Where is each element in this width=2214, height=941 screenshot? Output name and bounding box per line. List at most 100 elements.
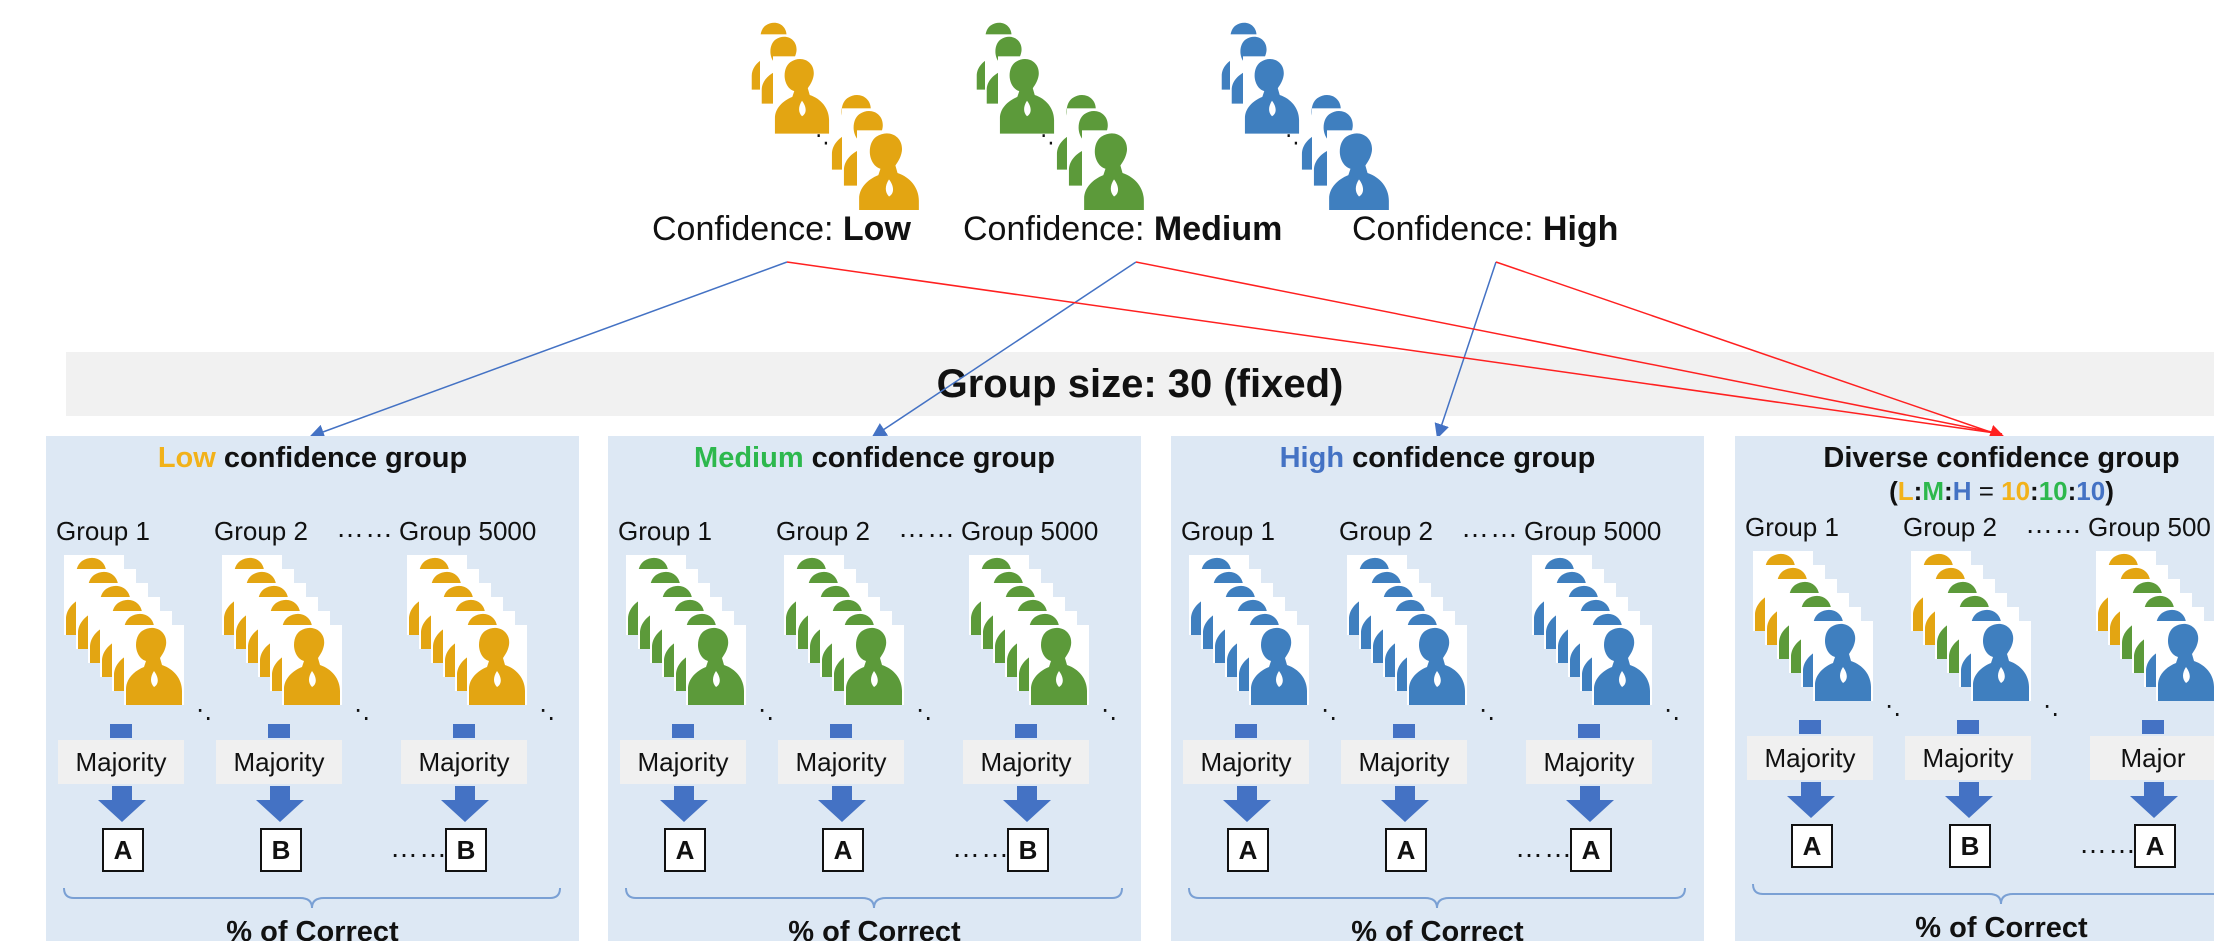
ratio-colon: : [2030, 476, 2039, 506]
answer-ellipsis: …… [1515, 832, 1573, 863]
majority-input-bar [1015, 724, 1037, 738]
group-members-icon: ⋱ [1189, 554, 1349, 724]
majority-box: Majority [963, 740, 1089, 784]
majority-input-bar [1957, 720, 1979, 734]
answer-ellipsis: …… [390, 832, 448, 863]
ratio-colon: : [2067, 476, 2077, 506]
group-label: Group 2 [1903, 512, 1997, 542]
ratio-colon: : [1913, 476, 1923, 506]
group-members-icon: ⋱ [784, 554, 944, 724]
confidence-prefix: Confidence: [963, 210, 1154, 248]
confidence-level: Medium [1153, 210, 1283, 248]
group-label: Group 2 [214, 516, 308, 546]
brace-icon [1188, 887, 1686, 909]
panel-title-accent: Low [157, 442, 216, 474]
answer-box: B [1007, 828, 1049, 872]
ratio-open: ( [1889, 476, 1898, 506]
crowd-high-icon: ⋱ [1215, 20, 1405, 210]
brace-icon [63, 887, 561, 909]
majority-input-bar [830, 724, 852, 738]
group-members-icon: ⋱ [2096, 550, 2214, 720]
svg-text:⋱: ⋱ [1479, 705, 1503, 724]
down-arrow-icon [2130, 782, 2178, 818]
group-members-icon: ⋱ [407, 554, 567, 724]
svg-text:⋱: ⋱ [539, 705, 563, 724]
group-members-icon: ⋱ [1753, 550, 1913, 720]
group-ellipsis: …… [1461, 512, 1519, 543]
answer-box: A [1791, 824, 1833, 868]
group-members-icon: ⋱ [222, 554, 382, 724]
down-arrow-icon [818, 786, 866, 822]
ratio-colon: : [1944, 476, 1953, 506]
down-arrow-icon [1787, 782, 1835, 818]
svg-text:⋱: ⋱ [2043, 701, 2067, 720]
group-ellipsis: …… [2025, 508, 2083, 539]
svg-text:⋱: ⋱ [196, 705, 220, 724]
ratio-eq: = [1971, 476, 2002, 506]
ratio-close: ) [2105, 476, 2114, 506]
majority-input-bar [1578, 724, 1600, 738]
majority-input-bar [672, 724, 694, 738]
answer-box: B [1949, 824, 1991, 868]
down-arrow-icon [660, 786, 708, 822]
panel-title-accent: Medium [694, 442, 804, 474]
group-members-icon: ⋱ [969, 554, 1129, 724]
percent-correct-label: % of Correct [226, 916, 399, 941]
group-label: Group 1 [56, 516, 150, 546]
down-arrow-icon [256, 786, 304, 822]
majority-box: Majority [401, 740, 527, 784]
majority-input-bar [110, 724, 132, 738]
down-arrow-icon [1945, 782, 1993, 818]
crowd-low-icon: ⋱ [745, 20, 935, 210]
answer-box: A [102, 828, 144, 872]
answer-box: A [1227, 828, 1269, 872]
svg-text:⋱: ⋱ [1101, 705, 1125, 724]
confidence-high-label: Confidence: High [1352, 210, 1618, 249]
panel-title-accent: High [1279, 442, 1345, 474]
confidence-medium-label: Confidence: Medium [963, 210, 1282, 249]
answer-box: A [1570, 828, 1612, 872]
group-size-label: Group size: 30 (fixed) [936, 362, 1344, 406]
svg-text:⋱: ⋱ [916, 705, 940, 724]
group-members-icon: ⋱ [1347, 554, 1507, 724]
confidence-prefix: Confidence: [652, 210, 843, 248]
group-label: Group 1 [1745, 512, 1839, 542]
majority-input-bar [1799, 720, 1821, 734]
majority-box: Majority [1526, 740, 1652, 784]
majority-input-bar [1393, 724, 1415, 738]
confidence-prefix: Confidence: [1352, 210, 1543, 248]
panel-title-rest: confidence group [803, 442, 1055, 474]
group-ellipsis: …… [898, 512, 956, 543]
svg-text:⋱: ⋱ [758, 705, 782, 724]
majority-box: Major [2090, 736, 2214, 780]
majority-input-bar [1235, 724, 1257, 738]
majority-box: Majority [778, 740, 904, 784]
group-ellipsis: …… [336, 512, 394, 543]
panel-title-text: Diverse confidence group [1823, 442, 2180, 474]
panel-title-rest: confidence group [215, 442, 468, 474]
group-label: Group 1 [618, 516, 712, 546]
panel-title: Medium confidence group [608, 442, 1141, 475]
group-members-icon: ⋱ [64, 554, 224, 724]
group-label: Group 2 [776, 516, 870, 546]
majority-box: Majority [620, 740, 746, 784]
brace-icon [625, 887, 1123, 909]
panel-title: Low confidence group [46, 442, 579, 475]
down-arrow-icon [441, 786, 489, 822]
ratio-m: M [1922, 476, 1945, 506]
ratio-n1: 10 [2001, 476, 2031, 506]
group-label: Group 5000 [399, 516, 537, 546]
ratio-n2: 10 [2038, 476, 2068, 506]
group-label: Group 5000 [961, 516, 1099, 546]
percent-correct-label: % of Correct [1351, 916, 1524, 941]
down-arrow-icon [1223, 786, 1271, 822]
percent-correct-label: % of Correct [788, 916, 961, 941]
answer-box: A [664, 828, 706, 872]
down-arrow-icon [1566, 786, 1614, 822]
svg-text:⋱: ⋱ [1885, 701, 1909, 720]
majority-input-bar [453, 724, 475, 738]
down-arrow-icon [1381, 786, 1429, 822]
answer-ellipsis: …… [2079, 828, 2137, 859]
